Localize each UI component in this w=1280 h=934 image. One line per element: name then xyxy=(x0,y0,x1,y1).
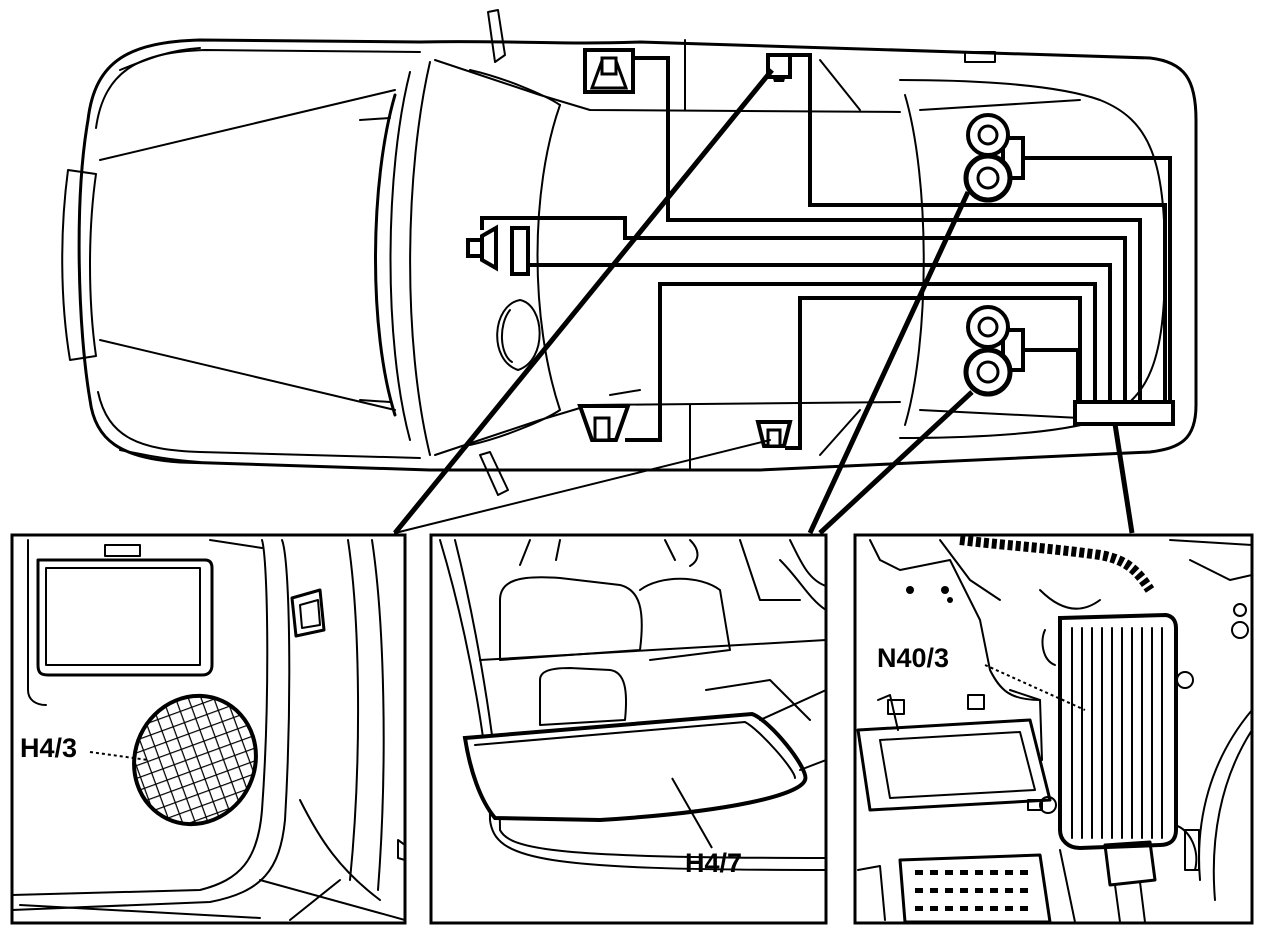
detail-panel-rear-shelf-speaker: H4/7 xyxy=(429,533,828,925)
amplifier-symbol xyxy=(1073,400,1175,426)
speaker-symbol-front-right-door xyxy=(577,404,631,442)
detail-panel-door-speaker: H4/3 xyxy=(10,533,407,925)
speaker-wiring-harness xyxy=(480,53,1172,450)
callout-label-n40-3: N40/3 xyxy=(877,643,949,673)
tweeter-pair-rear-left xyxy=(963,113,1025,203)
fuse-slots xyxy=(915,870,1028,911)
detail-leader-lines xyxy=(393,68,1135,535)
car-top-view xyxy=(61,9,1198,496)
amplifier-cooling-fins xyxy=(1071,627,1163,839)
speaker-symbol-front-left-door xyxy=(583,48,635,94)
callout-label-h4-7: H4/7 xyxy=(685,848,742,878)
callout-label-h4-3: H4/3 xyxy=(20,733,77,763)
detail-panel-amplifier: N40/3 xyxy=(853,533,1254,925)
speaker-symbol-dashboard-center xyxy=(466,216,530,276)
speaker-symbol-rear-left-door xyxy=(766,53,792,82)
tweeter-pair-rear-right xyxy=(963,305,1025,397)
